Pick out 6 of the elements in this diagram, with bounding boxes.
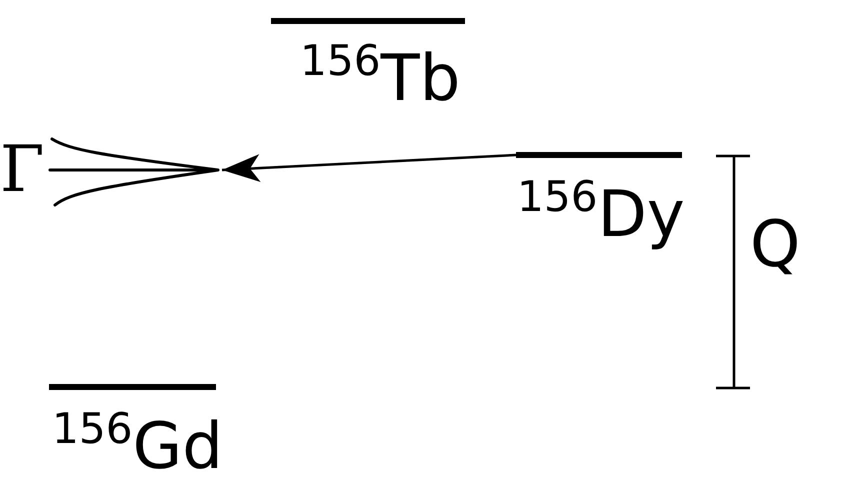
nuclide-label: $^{156}$Dy	[517, 179, 685, 253]
arrow	[222, 154, 516, 182]
width-label: Γ	[0, 134, 44, 208]
dimension-label: Q	[750, 209, 800, 283]
nuclide-label: $^{156}$Tb	[300, 43, 460, 117]
nuclide-label: $^{156}$Gd	[52, 411, 223, 485]
